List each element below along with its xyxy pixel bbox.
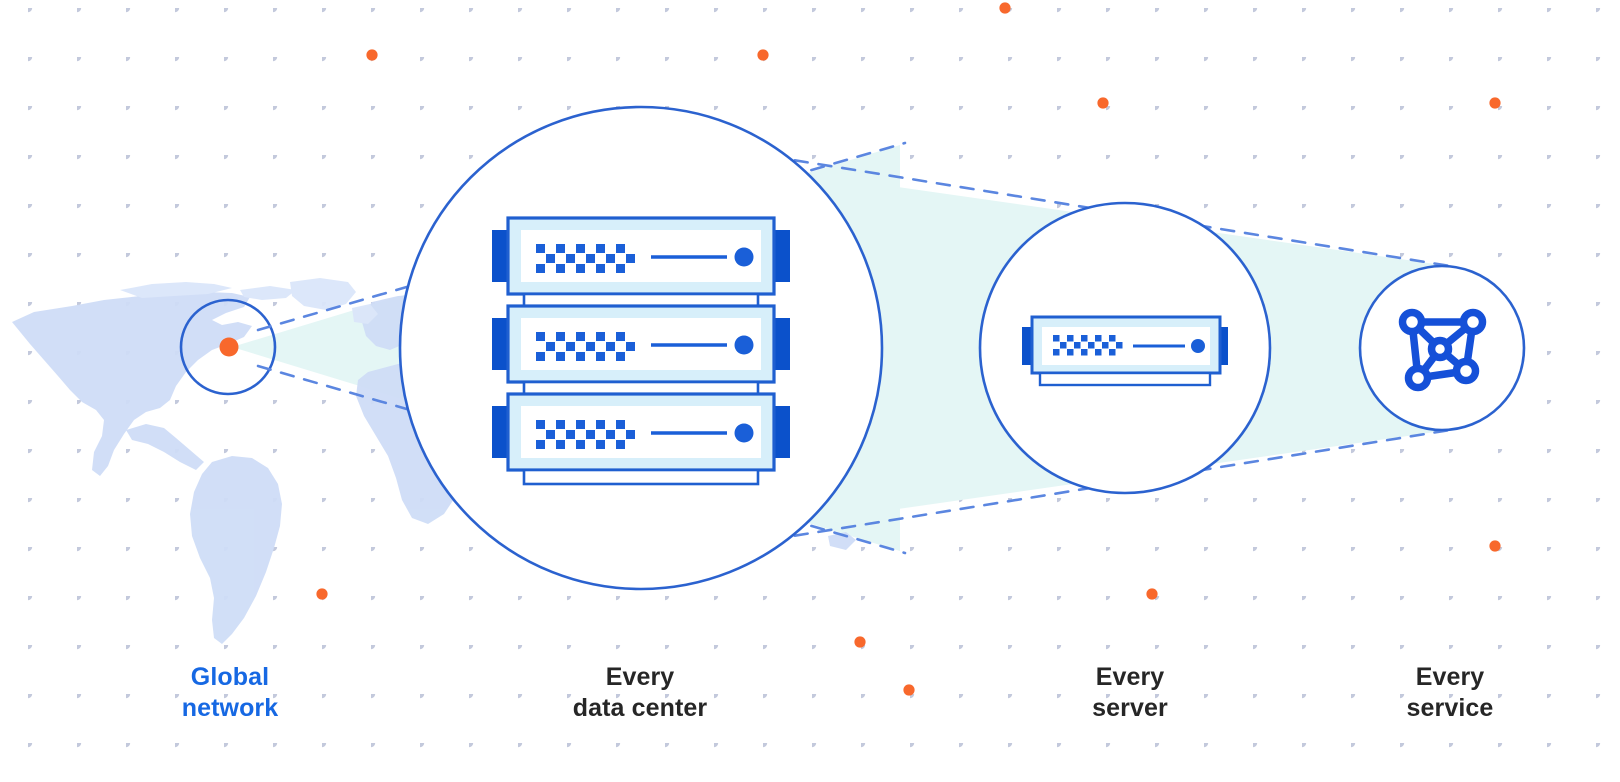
server-stage — [978, 201, 1272, 495]
server-status-light — [734, 247, 754, 267]
service-stage — [1358, 264, 1526, 432]
accent-dot — [1489, 97, 1501, 109]
accent-dot — [316, 588, 328, 600]
accent-dot — [1489, 540, 1501, 552]
data-center-stage — [398, 105, 884, 591]
connector-dc-to-service-bottom — [698, 428, 1452, 553]
single-server-icon — [1022, 315, 1228, 387]
network-node — [1459, 308, 1487, 336]
location-pin-icon — [219, 337, 239, 357]
server-status-light — [1191, 339, 1205, 353]
network-nodes-icon — [1398, 308, 1487, 392]
accent-dot — [854, 636, 866, 648]
stage-label-service: Every service — [1406, 663, 1494, 722]
server-unit — [492, 392, 790, 486]
server-base — [1038, 371, 1212, 387]
stage-label-server: Every server — [1092, 663, 1168, 722]
network-node — [1398, 308, 1426, 336]
network-node — [1404, 364, 1432, 392]
accent-dot — [366, 49, 378, 61]
stage-label-global-network: Global network — [181, 663, 279, 722]
accent-dot-group — [316, 2, 1501, 696]
stage-label-data-center: Every data center — [572, 663, 708, 722]
accent-dot — [999, 2, 1011, 14]
accent-dot — [1097, 97, 1109, 109]
server-unit — [492, 216, 790, 310]
server-rack-icon — [492, 216, 790, 486]
server-status-light — [734, 423, 754, 443]
network-node-center — [1427, 336, 1453, 362]
server-vent-dot-matrix — [1053, 335, 1123, 356]
server-unit — [492, 304, 790, 398]
connector-dc-to-service-top — [698, 143, 1452, 268]
accent-dot — [757, 49, 769, 61]
server-status-light — [734, 335, 754, 355]
global-network-highlight — [179, 298, 277, 396]
global-highlight-circle — [179, 298, 277, 396]
accent-dot — [903, 684, 915, 696]
network-node — [1452, 357, 1480, 385]
accent-dot — [1146, 588, 1158, 600]
server-base — [522, 468, 760, 486]
server-vent-dot-matrix — [536, 244, 635, 273]
network-node-group — [1398, 308, 1487, 392]
server-vent-dot-matrix — [536, 332, 635, 361]
server-vent-dot-matrix — [536, 420, 635, 449]
